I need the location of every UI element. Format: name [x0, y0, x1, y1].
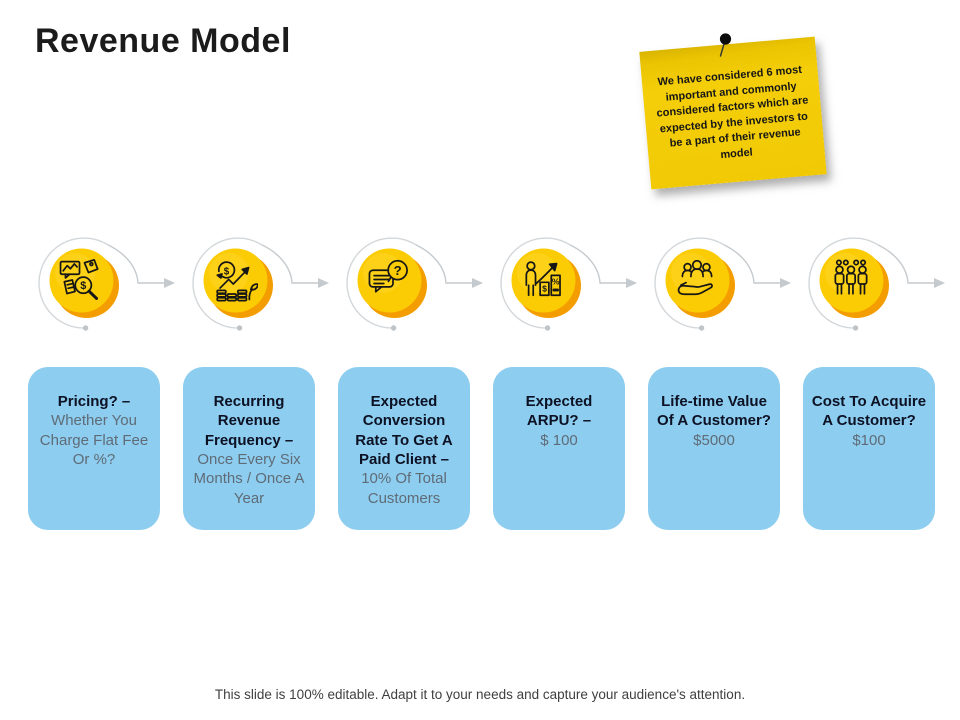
footer-note: This slide is 100% editable. Adapt it to…: [214, 687, 746, 702]
arpu-growth-icon: $ %: [525, 261, 561, 297]
process-step: $ %: [489, 226, 641, 341]
process-step: [643, 226, 795, 341]
info-box-pricing: Pricing? – Whether You Charge Flat Fee O…: [28, 367, 160, 530]
svg-text:$: $: [542, 284, 547, 294]
process-step: ?: [335, 226, 487, 341]
svg-text:$: $: [224, 266, 230, 277]
svg-text:%: %: [552, 277, 560, 287]
box-title: Recurring Revenue Frequency –: [204, 393, 294, 449]
box-detail: $ 100: [540, 431, 578, 449]
box-title: Pricing? –: [57, 393, 131, 410]
box-title: Life-time Value Of A Customer?: [657, 393, 771, 430]
box-detail: $5000: [693, 431, 735, 449]
svg-text:$: $: [80, 280, 86, 292]
recurring-revenue-icon: $: [216, 261, 258, 302]
box-detail: Whether You Charge Flat Fee Or %?: [39, 412, 149, 469]
info-box-recurring-frequency: Recurring Revenue Frequency – Once Every…: [183, 367, 315, 530]
info-box-acquisition-cost: Cost To Acquire A Customer? $100: [803, 367, 935, 530]
page-title: Revenue Model: [35, 22, 291, 60]
push-pin-icon: [719, 33, 732, 57]
info-box-arpu: Expected ARPU? – $ 100: [493, 367, 625, 530]
pricing-analysis-icon: $: [59, 259, 99, 300]
info-box-conversion-rate: Expected Conversion Rate To Get A Paid C…: [338, 367, 470, 530]
box-detail: Once Every Six Months / Once A Year: [193, 451, 305, 507]
box-title: Expected ARPU? –: [525, 393, 593, 430]
process-step: $: [27, 226, 179, 341]
customer-group-icon: [834, 259, 868, 295]
svg-text:?: ?: [394, 263, 402, 278]
customer-lifetime-value-icon: [677, 259, 713, 296]
process-step: [797, 226, 949, 341]
info-box-lifetime-value: Life-time Value Of A Customer? $5000: [648, 367, 780, 530]
box-detail: $100: [852, 431, 886, 449]
sticky-note-text: We have considered 6 most important and …: [656, 63, 809, 162]
paid-client-question-icon: ?: [368, 259, 408, 293]
process-step: $: [181, 226, 333, 341]
box-title: Expected Conversion Rate To Get A Paid C…: [355, 393, 453, 469]
box-detail: 10% Of Total Customers: [361, 470, 447, 507]
box-title: Cost To Acquire A Customer?: [811, 393, 927, 430]
